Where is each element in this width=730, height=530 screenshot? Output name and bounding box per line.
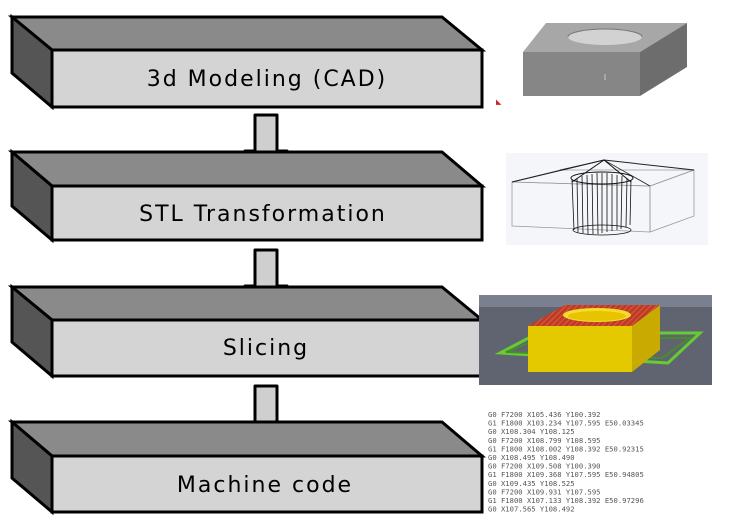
- step-label-slicing: Slicing: [223, 336, 309, 361]
- gcode-line: G0 F7200 X109.508 Y100.390: [488, 462, 601, 471]
- gcode-line: G0 F7200 X108.799 Y108.595: [488, 436, 601, 445]
- gcode-line: G0 F7200 X105.436 Y100.392: [488, 410, 601, 419]
- step-label-cad: 3d Modeling (CAD): [147, 67, 388, 92]
- gcode-line: G0 X108.304 Y108.125: [488, 427, 575, 436]
- step-box-slicing: Slicing: [7, 283, 487, 380]
- gcode-line: G1 F1800 X108.002 Y108.392 E50.92315: [488, 444, 644, 453]
- gcode-line: G0 F7200 X109.931 Y107.595: [488, 487, 601, 496]
- gcode-line: G0 X109.435 Y108.525: [488, 479, 575, 488]
- step-label-machine-code: Machine code: [177, 473, 353, 498]
- step-box-stl: STL Transformation: [7, 148, 487, 244]
- cad-block-image: ◣: [496, 23, 687, 106]
- step-label-stl: STL Transformation: [139, 202, 387, 227]
- stl-wireframe-image: [506, 153, 708, 245]
- gcode-line: G0 X108.495 Y108.490: [488, 453, 575, 462]
- gcode-line: G1 F1800 X109.368 Y107.595 E50.94805: [488, 470, 644, 479]
- gcode-line: G1 F1800 X103.234 Y107.595 E50.03345: [488, 419, 644, 428]
- sliced-model-image: [479, 295, 712, 385]
- svg-text:◣: ◣: [496, 98, 502, 106]
- step-box-machine-code: Machine code: [7, 418, 487, 516]
- gcode-line: G1 F1800 X107.133 Y108.392 E50.97296: [488, 496, 644, 505]
- gcode-line: G0 X107.565 Y108.492: [488, 505, 575, 514]
- step-box-cad: 3d Modeling (CAD): [7, 13, 487, 111]
